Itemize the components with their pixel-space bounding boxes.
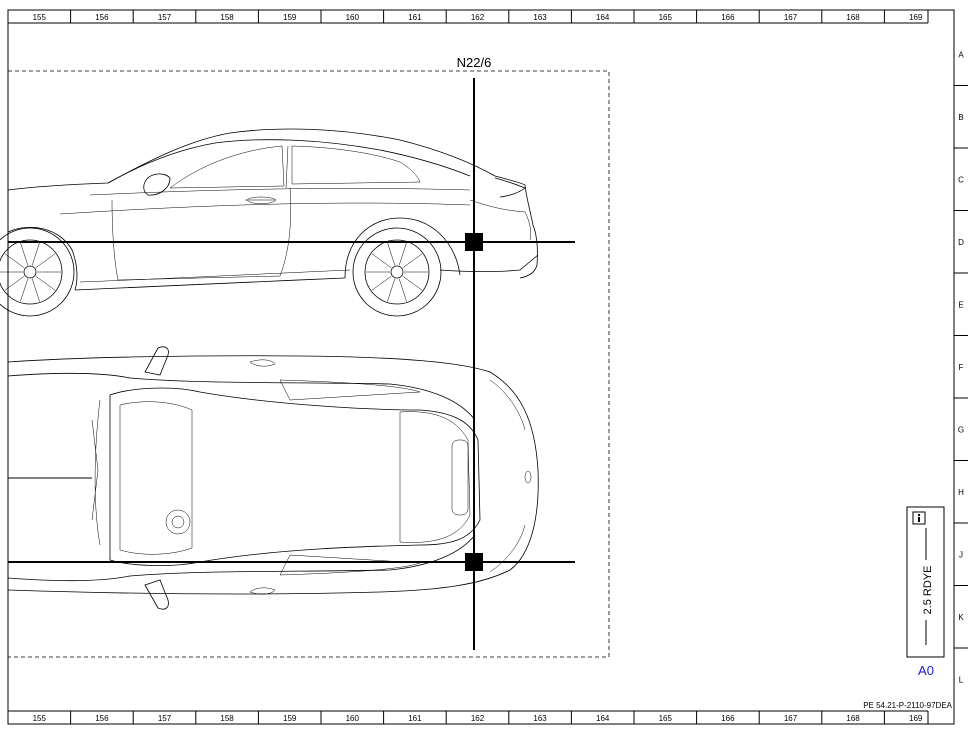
info-icon[interactable]: [912, 511, 926, 525]
bottom-ruler-column-168: 168: [846, 714, 860, 723]
wire-legend: 2.5 RDYE: [906, 506, 945, 658]
row-letter-E: E: [958, 300, 963, 309]
bottom-ruler-column-157: 157: [158, 714, 172, 723]
top-ruler: 155 156 157 158 159 160 161 162 163 164 165 166 167 1…: [8, 10, 929, 24]
bottom-ruler-column-169: 169: [909, 714, 923, 723]
connector-label: N22/6: [457, 55, 492, 70]
row-letter-H: H: [958, 488, 964, 497]
sheet-frame: [7, 9, 955, 725]
bottom-ruler-column-161: 161: [408, 714, 422, 723]
top-ruler-column-160: 160: [346, 13, 360, 22]
top-ruler-column-165: 165: [659, 13, 673, 22]
car-side-view: [0, 128, 539, 317]
top-ruler-column-161: 161: [408, 13, 422, 22]
top-ruler-column-157: 157: [158, 13, 172, 22]
bottom-ruler: 155 156 157 158 159 160 161 162 163 164 165 166 167 1…: [8, 710, 929, 724]
row-letter-D: D: [958, 238, 964, 247]
bottom-ruler-column-164: 164: [596, 714, 610, 723]
row-letter-G: G: [958, 425, 964, 434]
wire-label: 2.5 RDYE: [922, 566, 934, 615]
row-letter-A: A: [958, 50, 964, 59]
bottom-ruler-column-162: 162: [471, 714, 485, 723]
connector-location-marker-lower[interactable]: [465, 553, 483, 571]
row-letter-B: B: [958, 113, 963, 122]
bottom-ruler-column-167: 167: [784, 714, 798, 723]
row-letter-C: C: [958, 175, 964, 184]
row-letter-L: L: [959, 675, 964, 684]
bottom-ruler-column-166: 166: [721, 714, 735, 723]
bottom-ruler-column-158: 158: [220, 714, 234, 723]
component-outline-dashed: [7, 70, 610, 658]
bottom-ruler-column-163: 163: [533, 714, 547, 723]
top-ruler-column-166: 166: [721, 13, 735, 22]
connector-location-marker-upper[interactable]: [465, 233, 483, 251]
top-ruler-column-158: 158: [220, 13, 234, 22]
row-ruler: A B C D E F G H J K L: [953, 23, 968, 711]
ground-label[interactable]: A0: [918, 663, 934, 678]
top-ruler-column-163: 163: [533, 13, 547, 22]
bottom-ruler-column-155: 155: [33, 714, 47, 723]
top-ruler-column-156: 156: [95, 13, 109, 22]
top-ruler-column-168: 168: [846, 13, 860, 22]
row-letter-J: J: [959, 550, 963, 559]
top-ruler-column-159: 159: [283, 13, 297, 22]
top-ruler-column-155: 155: [33, 13, 47, 22]
bottom-ruler-column-159: 159: [283, 714, 297, 723]
top-ruler-column-164: 164: [596, 13, 610, 22]
document-reference: PE 54.21-P-2110-97DEA: [863, 701, 952, 710]
top-ruler-column-169: 169: [909, 13, 923, 22]
bottom-ruler-column-156: 156: [95, 714, 109, 723]
row-letter-K: K: [958, 613, 964, 622]
bottom-ruler-column-160: 160: [346, 714, 360, 723]
top-ruler-column-162: 162: [471, 13, 485, 22]
row-letter-F: F: [959, 363, 964, 372]
top-ruler-column-167: 167: [784, 13, 798, 22]
bottom-ruler-column-165: 165: [659, 714, 673, 723]
